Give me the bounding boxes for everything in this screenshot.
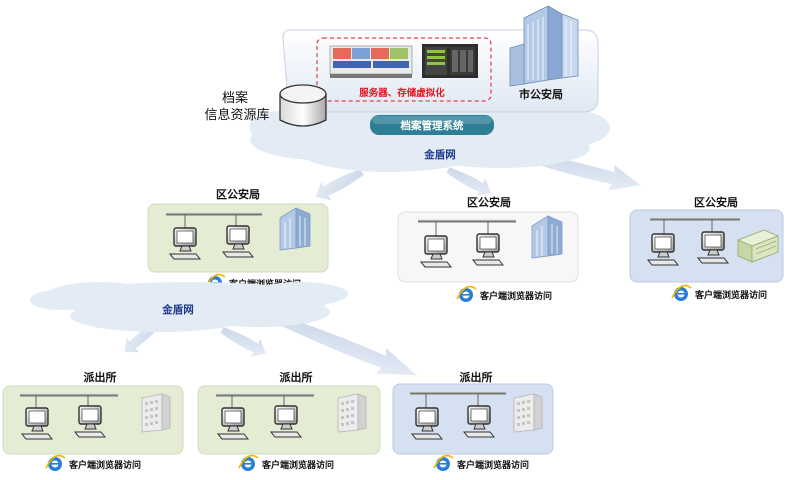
- district-title: 区公安局: [216, 187, 260, 201]
- district-network-cloud: [30, 282, 348, 332]
- station-title: 派出所: [84, 370, 117, 384]
- building-icon: [531, 215, 563, 259]
- police-station-panel: [392, 383, 554, 455]
- district-network-label: 金盾网: [161, 303, 194, 316]
- computer-icon: [74, 405, 106, 438]
- city-network-cloud: [250, 106, 610, 172]
- district-office-panel: [397, 211, 579, 283]
- computer-icon: [463, 405, 495, 438]
- station-caption: 客户端浏览器访问: [261, 459, 334, 471]
- storage-array-icon: [422, 44, 478, 78]
- archive-system-label: 档案管理系统: [400, 119, 464, 132]
- district-caption: 客户端浏览器访问: [694, 289, 767, 301]
- ie-browser-icon: [45, 454, 66, 471]
- computer-icon: [472, 233, 504, 266]
- computer-icon: [222, 225, 254, 258]
- ie-browser-icon: [671, 284, 692, 301]
- ie-browser-icon: [238, 454, 259, 471]
- building-icon: [279, 207, 311, 251]
- ie-browser-icon: [433, 454, 454, 471]
- archive-system-bar: [370, 115, 494, 135]
- computer-icon: [217, 407, 249, 440]
- virtualization-label: 服务器、存储虚拟化: [359, 87, 445, 99]
- city-network-label: 金盾网: [423, 148, 456, 161]
- police-station-panel: [2, 385, 184, 455]
- district-title: 区公安局: [467, 195, 511, 209]
- ie-browser-icon: [456, 285, 477, 302]
- computer-icon: [270, 405, 302, 438]
- repository-label-line2: 信息资源库: [204, 107, 269, 123]
- city-bureau-label: 市公安局: [519, 87, 563, 101]
- virtual-server-rack-icon: [329, 45, 413, 78]
- computer-icon: [647, 233, 679, 266]
- district-office-panel: [629, 209, 784, 283]
- station-title: 派出所: [460, 370, 493, 384]
- building-icon: [736, 229, 780, 263]
- building-icon: [509, 5, 579, 87]
- repository-label-line1: 档案: [222, 91, 248, 106]
- district-caption: 客户端浏览器访问: [479, 290, 552, 302]
- computer-icon: [21, 407, 53, 440]
- office-building-icon: [513, 393, 543, 433]
- station-caption: 客户端浏览器访问: [456, 459, 529, 471]
- district-office-panel: [147, 203, 329, 273]
- computer-icon: [411, 407, 443, 440]
- district-title: 区公安局: [694, 195, 738, 209]
- station-title: 派出所: [280, 370, 313, 384]
- police-station-panel: [197, 385, 381, 455]
- computer-icon: [697, 231, 729, 264]
- office-building-icon: [141, 393, 171, 433]
- station-caption: 客户端浏览器访问: [68, 459, 141, 471]
- computer-icon: [169, 227, 201, 260]
- database-icon: [279, 84, 327, 127]
- office-building-icon: [337, 393, 367, 433]
- computer-icon: [420, 235, 452, 268]
